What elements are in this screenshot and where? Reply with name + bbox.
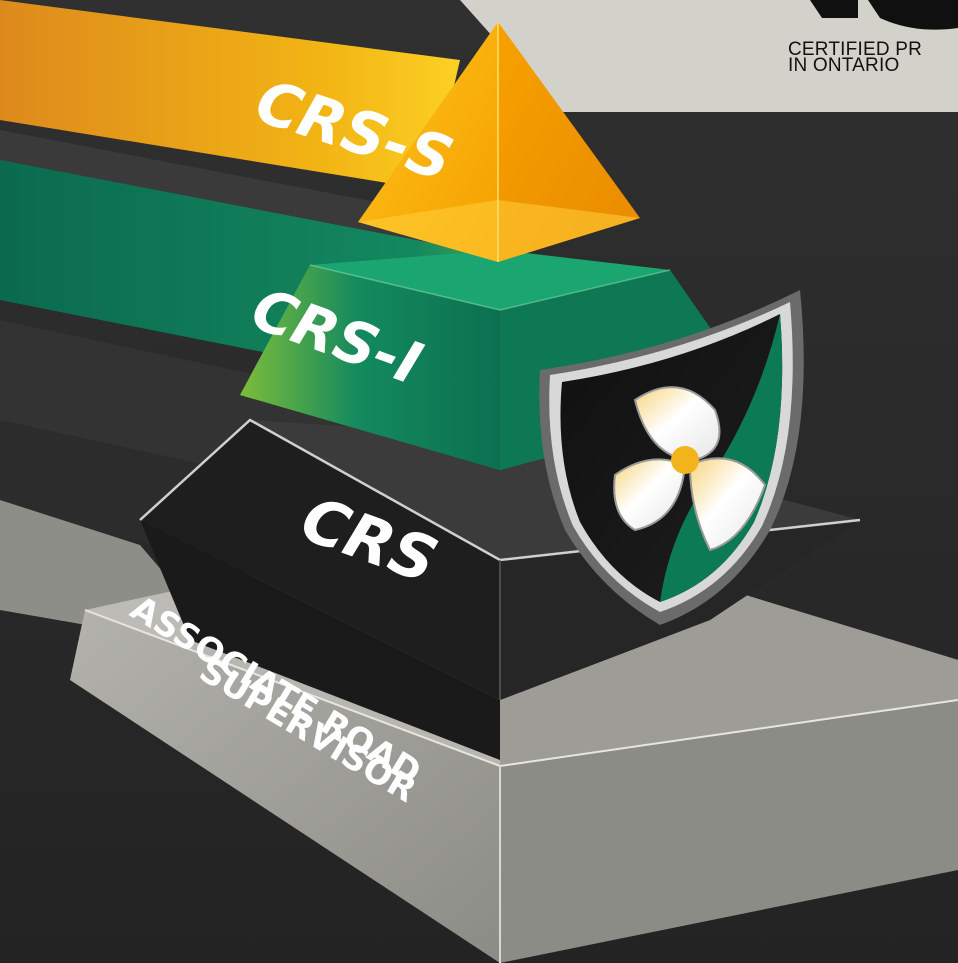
brand-line2: IN ONTARIO [788, 55, 900, 76]
shield-trillium-icon [539, 290, 804, 625]
header-panel [460, 0, 958, 112]
orange-band [0, 0, 460, 190]
brand-text: CERTIFIED PR IN ONTARIO [788, 39, 923, 76]
crs-s-pyramid [358, 22, 640, 262]
brand-line1: CERTIFIED PR [788, 39, 923, 60]
brand-logo-mark [810, 0, 958, 30]
